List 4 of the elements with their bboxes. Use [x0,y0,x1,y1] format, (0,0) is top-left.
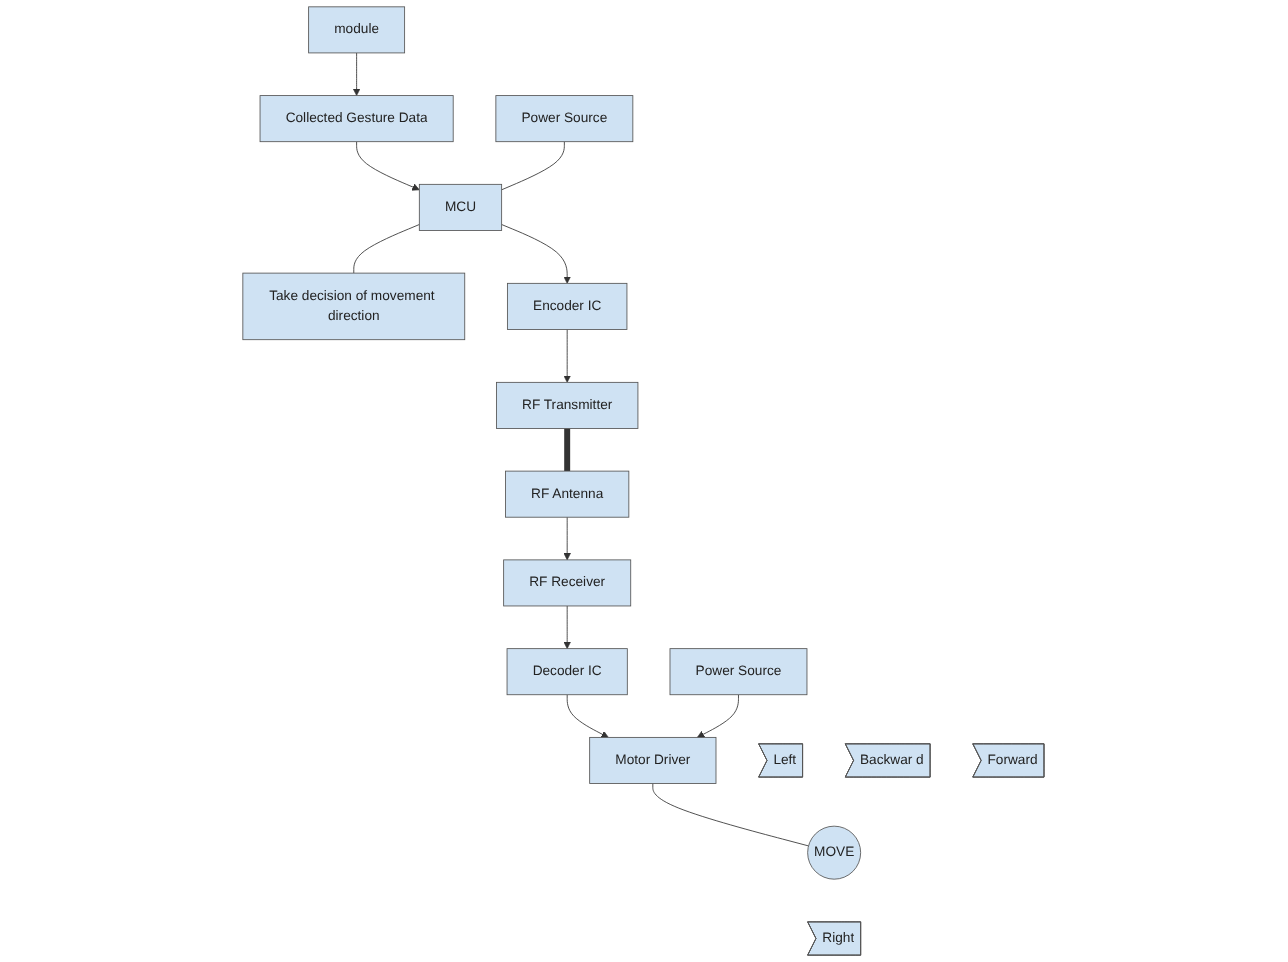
connector [652,783,810,847]
connector [564,428,571,472]
connector [501,141,566,191]
connector [353,224,421,274]
